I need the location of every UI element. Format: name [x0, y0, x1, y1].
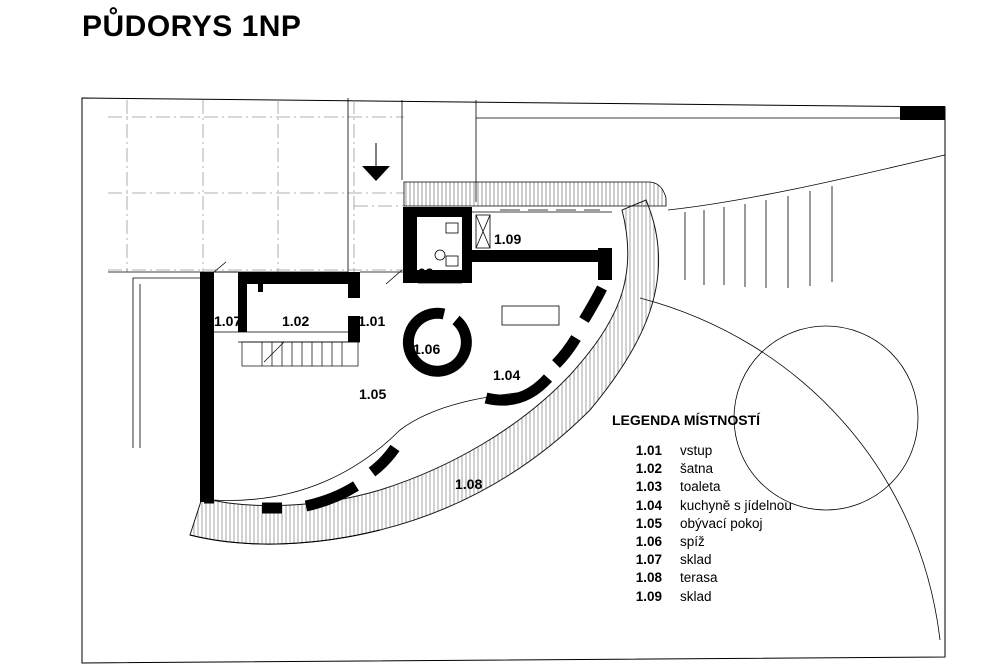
- garden-arc: [639, 297, 941, 641]
- legend-row: 1.06 spíž: [612, 533, 872, 551]
- page-title: PŮDORYS 1NP: [82, 10, 302, 43]
- curved-wall-segments: [204, 285, 607, 514]
- staircase: [241, 341, 359, 367]
- legend-room-name: toaleta: [680, 479, 721, 495]
- fence-left: [132, 277, 200, 448]
- room-label-1.06: 1.06: [413, 341, 440, 357]
- legend-room-number: 1.01: [635, 443, 662, 458]
- legend-room-name: šatna: [680, 461, 714, 477]
- legend-row: 1.03 toaleta: [612, 478, 872, 496]
- room-label-1.03: .03: [414, 265, 434, 281]
- room-label-1.07: 1.07: [214, 313, 241, 329]
- room-label-1.04: 1.04: [493, 367, 520, 383]
- legend-room-number: 1.09: [635, 588, 662, 604]
- room-label-1.05: 1.05: [359, 386, 386, 402]
- interior-lines: [213, 209, 612, 343]
- room-label-1.09: 1.09: [494, 231, 521, 247]
- legend-room-number: 1.06: [635, 533, 662, 549]
- parking-stripes: [684, 186, 833, 288]
- carport-grid: [108, 100, 404, 272]
- legend-room-number: 1.04: [635, 497, 662, 513]
- legend-room-number: 1.08: [635, 570, 662, 586]
- legend-room-name: spíž: [680, 533, 705, 549]
- room-legend: LEGENDA MÍSTNOSTÍ 1.01 vstup 1.02 šatna …: [612, 412, 872, 606]
- legend-row: 1.08 terasa: [612, 569, 872, 587]
- site-boundary: [81, 97, 946, 664]
- legend-room-name: kuchyně s jídelnou: [680, 497, 792, 513]
- legend-title: LEGENDA MÍSTNOSTÍ: [612, 412, 761, 428]
- legend-room-number: 1.05: [635, 515, 662, 531]
- legend-room-number: 1.07: [635, 552, 662, 568]
- legend-row: 1.04 kuchyně s jídelnou: [612, 497, 872, 515]
- terrace-top: [403, 181, 667, 207]
- legend-room-name: vstup: [680, 443, 713, 458]
- boundary-wall-block: [900, 106, 945, 120]
- kitchen-counter: [501, 305, 560, 326]
- legend-row: 1.07 sklad: [612, 551, 872, 569]
- entrance-arrow-icon: [362, 143, 390, 181]
- legend-row: 1.01 vstup: [612, 442, 872, 460]
- legend-row: 1.09 sklad: [612, 588, 872, 606]
- room-label-1.01: 1.01: [358, 313, 385, 329]
- legend-room-name: sklad: [680, 552, 712, 568]
- room-label-1.08: 1.08: [455, 476, 482, 492]
- legend-room-name: obývací pokoj: [680, 515, 763, 531]
- tree-circle: [733, 325, 919, 511]
- legend-row: 1.05 obývací pokoj: [612, 515, 872, 533]
- legend-room-number: 1.03: [635, 479, 662, 495]
- legend-room-name: sklad: [680, 588, 712, 604]
- pantry-wall: [402, 307, 472, 377]
- legend-room-number: 1.02: [635, 461, 662, 477]
- carport-outline: [108, 98, 349, 273]
- legend-row: 1.02 šatna: [612, 460, 872, 478]
- legend-room-name: terasa: [680, 570, 718, 586]
- room-label-1.02: 1.02: [282, 313, 309, 329]
- walls: [200, 207, 612, 502]
